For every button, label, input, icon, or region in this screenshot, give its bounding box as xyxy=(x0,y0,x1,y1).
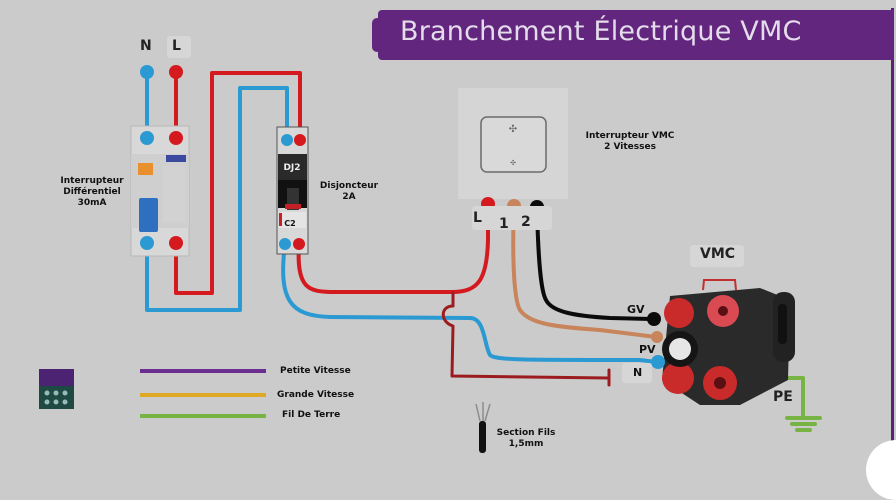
vmc-terminal-pv[interactable] xyxy=(651,331,663,343)
wiring-diagram: DJ2 C2 ✣ ✣ xyxy=(39,65,822,453)
breaker-device xyxy=(276,126,309,255)
rcd-device xyxy=(130,125,190,257)
cable-section-note: Section Fils 1,5mm xyxy=(494,428,558,450)
supply-neutral-label: N xyxy=(140,38,152,54)
switch-terminal-l-label: L xyxy=(473,210,482,226)
switch-terminal-1-label: 1 xyxy=(499,216,509,232)
page-title: Branchement Électrique VMC xyxy=(400,16,802,47)
supply-neutral-terminal[interactable] xyxy=(140,65,154,79)
vmc-terminal-gv[interactable] xyxy=(647,312,661,326)
vmc-label-chip xyxy=(690,245,744,267)
switch-label-line1: Interrupteur VMC xyxy=(585,131,675,141)
rcd-label-line2: Différentiel xyxy=(63,187,121,197)
cable-note-line1: Section Fils xyxy=(496,428,556,438)
legend-label-grande-vitesse: Grande Vitesse xyxy=(277,390,355,400)
breaker-label-line1: Disjoncteur xyxy=(319,181,379,191)
switch-label: Interrupteur VMC 2 Vitesses xyxy=(577,131,683,153)
rcd-test-button[interactable] xyxy=(138,163,153,175)
supply-live-terminal[interactable] xyxy=(169,65,183,79)
supply-live-label: L xyxy=(172,38,181,54)
title-ribbon-edge xyxy=(372,18,382,52)
breaker-label-line2: 2A xyxy=(342,192,356,202)
fan-low-icon: ✣ xyxy=(510,159,516,167)
switch-label-line2: 2 Vitesses xyxy=(604,142,656,152)
breaker-rating: C2 xyxy=(284,219,295,228)
vmc-switch[interactable]: ✣ ✣ xyxy=(458,88,568,199)
live-label-chip xyxy=(167,36,191,58)
vmc-terminal-n[interactable] xyxy=(651,355,665,369)
vmc-unit xyxy=(662,279,795,405)
wire-rcd-live-to-breaker xyxy=(174,71,302,295)
rcd-label-line3: 30mA xyxy=(77,198,107,208)
vmc-n-label-chip xyxy=(622,363,652,383)
fan-high-icon: ✣ xyxy=(509,124,517,135)
cable-icon xyxy=(475,402,491,453)
wire-rcd-neutral-to-breaker xyxy=(145,86,289,312)
vmc-label: VMC xyxy=(700,246,736,262)
wire-speed2-to-gv xyxy=(535,206,654,321)
rcd-toggle[interactable] xyxy=(139,198,158,232)
earth-label: PE xyxy=(773,389,793,405)
vmc-pv-label: PV xyxy=(639,343,656,356)
breaker-front-text: DJ2 xyxy=(283,163,300,173)
vmc-n-label: N xyxy=(633,366,643,379)
wire-tap-hint xyxy=(441,291,610,380)
right-frame-border xyxy=(891,8,894,448)
cable-note-line2: 1,5mm xyxy=(508,439,544,449)
switch-terminal-2-label: 2 xyxy=(521,214,531,230)
legend-label-fil-de-terre: Fil De Terre xyxy=(282,410,341,420)
title-banner: Branchement Électrique VMC xyxy=(372,10,894,60)
legend-label-petite-vitesse: Petite Vitesse xyxy=(280,366,351,376)
switch-terminal-labels-chip xyxy=(472,206,552,230)
rcd-label: Interrupteur Différentiel 30mA xyxy=(58,176,126,209)
rcd-brand-plate xyxy=(166,155,186,162)
app-thumbnail-icon[interactable] xyxy=(39,369,74,409)
switch-rocker[interactable] xyxy=(480,116,547,173)
vmc-gv-label: GV xyxy=(627,303,645,316)
rcd-label-line1: Interrupteur xyxy=(60,176,124,186)
breaker-label: Disjoncteur 2A xyxy=(316,181,382,203)
wire-breaker-live-to-switch xyxy=(296,204,490,294)
wire-speed1-to-pv xyxy=(511,204,658,339)
wire-breaker-neutral-to-vmc xyxy=(281,242,658,364)
